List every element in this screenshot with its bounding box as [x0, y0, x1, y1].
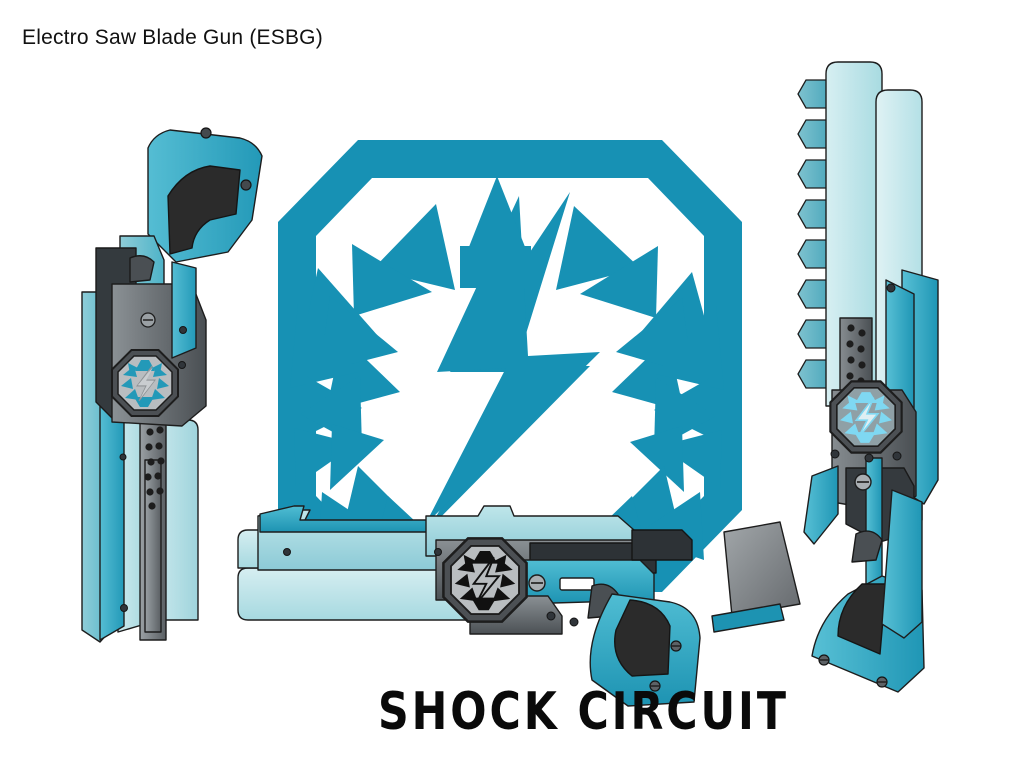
left-grip-cutout: [167, 165, 241, 255]
right-screws: [818, 283, 902, 688]
left-screws: [119, 127, 252, 612]
center-octagon-badge: [442, 537, 528, 623]
left-vent-holes: [144, 426, 165, 510]
right-side-flap: [803, 465, 839, 545]
shock-circuit-emblem: [278, 140, 742, 592]
right-saw-teeth: [797, 79, 829, 389]
center-forestock: [259, 505, 479, 533]
center-grip-inner: [614, 599, 671, 677]
right-octagon-badge: [829, 380, 903, 454]
left-trigger: [129, 255, 155, 283]
left-octagon-badge: [111, 349, 179, 417]
center-charge-handle: [559, 577, 595, 591]
left-barrel-rod: [144, 459, 162, 633]
center-detached-blade-edge: [711, 603, 785, 633]
right-grip-inner: [837, 583, 887, 655]
center-screws: [283, 548, 682, 692]
page-title: Electro Saw Blade Gun (ESBG): [22, 26, 323, 49]
left-side-fin: [171, 261, 197, 359]
center-detached-blade: [723, 521, 801, 617]
right-lower-stock: [881, 489, 923, 639]
brand-name-label: SHOCK CIRCUIT: [378, 682, 789, 743]
center-muzzle: [631, 529, 693, 561]
right-trigger: [851, 530, 883, 563]
